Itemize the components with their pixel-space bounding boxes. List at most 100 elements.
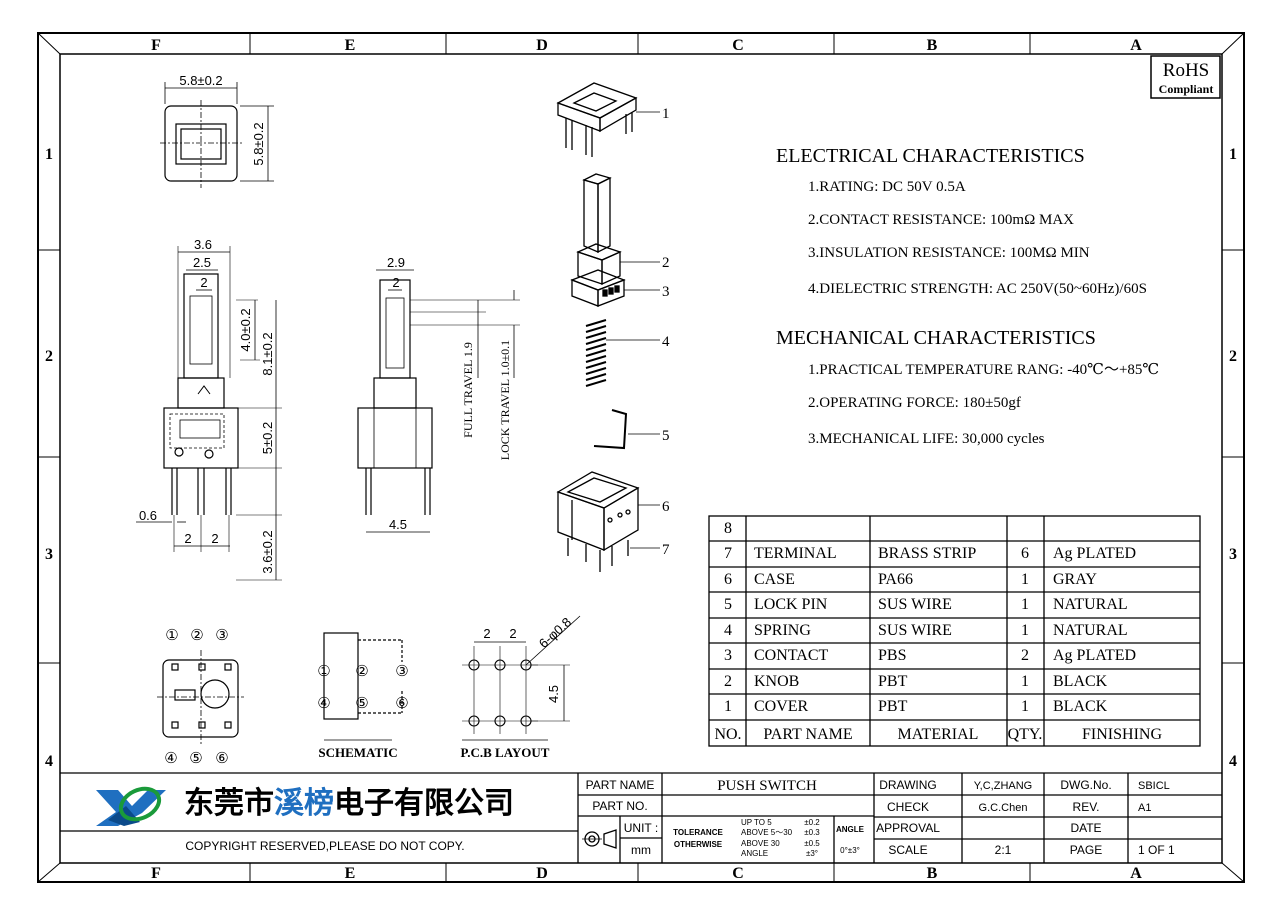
- pcb-dims: 2 2 6-φ0.8 4.5: [483, 614, 574, 703]
- rohs-badge: RoHS Compliant: [1150, 55, 1221, 99]
- pin-2-label: ②: [190, 627, 203, 644]
- check-label: CHECK: [887, 800, 929, 814]
- front-view: [136, 246, 282, 581]
- tol-value: ±0.5: [804, 839, 820, 848]
- electrical-title: ELECTRICAL CHARACTERISTICS: [776, 145, 1085, 167]
- part-name-label: PART NAME: [586, 778, 655, 792]
- bom-cell: PA66: [878, 571, 913, 588]
- pcb-pitch-b: 2: [509, 626, 516, 641]
- drawing-label: DRAWING: [879, 778, 937, 792]
- side-view: [357, 269, 520, 533]
- drawing-value: Y,C,ZHANG: [974, 780, 1032, 792]
- date-label: DATE: [1070, 821, 1101, 835]
- tol-value: ±0.3: [804, 828, 820, 837]
- mechanical-item: 3.MECHANICAL LIFE: 30,000 cycles: [808, 431, 1045, 447]
- mechanical-title: MECHANICAL CHARACTERISTICS: [776, 327, 1096, 349]
- electrical-characteristics: ELECTRICAL CHARACTERISTICS 1.RATING: DC …: [776, 145, 1147, 297]
- bom-cell: 6: [1021, 545, 1029, 562]
- bom-cell: LOCK PIN: [754, 596, 828, 613]
- bom-cell: 4: [724, 622, 732, 639]
- unit-value: mm: [631, 843, 651, 857]
- col-label: C: [732, 37, 744, 54]
- bom-cell: GRAY: [1053, 571, 1097, 588]
- pcb-pitch-a: 2: [483, 626, 490, 641]
- bom-cell: 1: [1021, 673, 1029, 690]
- row-label: 4: [45, 753, 53, 770]
- dwg-label: DWG.No.: [1060, 778, 1111, 792]
- callout-7: 7: [662, 542, 670, 558]
- col-label: D: [536, 865, 548, 882]
- angle-value: 0°±3°: [840, 846, 860, 855]
- rohs-title: RoHS: [1163, 60, 1209, 81]
- bom-cell: 2: [1021, 647, 1029, 664]
- pin-6-label: ⑥: [215, 750, 228, 767]
- bom-header-no: NO.: [714, 726, 741, 743]
- col-label: F: [151, 37, 161, 54]
- tol-range: UP TO 5: [741, 818, 772, 827]
- title-block-text: PART NAME PUSH SWITCH PART NO. UNIT : mm…: [586, 778, 1175, 858]
- callout-1: 1: [662, 106, 670, 122]
- dim-front-0-6: 0.6: [139, 508, 157, 523]
- col-label: A: [1130, 37, 1142, 54]
- bom-cell: 1: [724, 698, 732, 715]
- dim-front-3-6: 3.6: [194, 237, 212, 252]
- bom-cell: PBT: [878, 673, 908, 690]
- bom-cell: 2: [724, 673, 732, 690]
- tol-value: ±0.2: [804, 818, 820, 827]
- bom-cell: CASE: [754, 571, 795, 588]
- exploded-labels: 1 2 3 4 5 6 7: [662, 106, 670, 558]
- company-name-part: 东莞市: [184, 786, 274, 821]
- col-label: C: [732, 865, 744, 882]
- company-name-text: 东莞市溪榜电子有限公司: [184, 786, 514, 821]
- bom-cell: BLACK: [1053, 698, 1108, 715]
- lock-travel-label: LOCK TRAVEL 1.0±0.1: [498, 340, 512, 460]
- dim-front-4-0: 4.0±0.2: [238, 308, 253, 351]
- bom-cell: SPRING: [754, 622, 811, 639]
- dim-front-5: 5±0.2: [260, 422, 275, 454]
- bom-cell: 3: [724, 647, 732, 664]
- callout-2: 2: [662, 255, 670, 271]
- dim-front-8-1: 8.1±0.2: [260, 332, 275, 375]
- bom-cell: 7: [724, 545, 732, 562]
- front-view-dims: 3.6 2.5 2 4.0±0.2 8.1±0.2 5±0.2 3.6±0.2 …: [139, 237, 275, 574]
- electrical-item: 3.INSULATION RESISTANCE: 100MΩ MIN: [808, 245, 1090, 261]
- dim-front-pitch-b: 2: [211, 531, 218, 546]
- row-label: 2: [45, 348, 53, 365]
- dim-side-4-5: 4.5: [389, 517, 407, 532]
- scale-label: SCALE: [888, 843, 927, 857]
- tol-range: ABOVE 5～30: [741, 828, 793, 837]
- pin-1-label: ①: [165, 627, 178, 644]
- bom-cell: COVER: [754, 698, 809, 715]
- bom-cell: PBT: [878, 698, 908, 715]
- part-no-label: PART NO.: [592, 799, 647, 813]
- top-view: [160, 82, 274, 188]
- pcb-layout: [462, 615, 581, 741]
- schem-pin-6: ⑥: [395, 695, 408, 712]
- col-label: F: [151, 865, 161, 882]
- company-name-part: 溪榜: [274, 786, 334, 821]
- dim-top-height: 5.8±0.2: [251, 122, 266, 165]
- dim-front-pitch-a: 2: [184, 531, 191, 546]
- dim-top-width: 5.8±0.2: [179, 73, 222, 88]
- pin-3-label: ③: [215, 627, 228, 644]
- mechanical-characteristics: MECHANICAL CHARACTERISTICS 1.PRACTICAL T…: [776, 327, 1159, 447]
- dim-front-2: 2: [200, 275, 207, 290]
- angle-label: ANGLE: [836, 825, 865, 834]
- dwg-value: SBICL: [1138, 780, 1170, 792]
- bom-header-finishing: FINISHING: [1082, 726, 1162, 743]
- schem-pin-3: ③: [395, 663, 408, 680]
- check-value: G.C.Chen: [979, 802, 1028, 814]
- rohs-subtitle: Compliant: [1159, 82, 1214, 96]
- rev-value: A1: [1138, 802, 1151, 814]
- callout-6: 6: [662, 499, 670, 515]
- full-travel-label: FULL TRAVEL 1.9: [461, 342, 475, 438]
- pin-4-label: ④: [164, 750, 177, 767]
- bom-cell: KNOB: [754, 673, 799, 690]
- tolerance-label: TOLERANCE: [673, 828, 723, 837]
- tol-value: ±3°: [806, 849, 818, 858]
- bom-cell: NATURAL: [1053, 622, 1128, 639]
- pcb-label: P.C.B LAYOUT: [461, 745, 550, 760]
- col-label: B: [927, 865, 938, 882]
- bom-cell: 8: [724, 520, 732, 537]
